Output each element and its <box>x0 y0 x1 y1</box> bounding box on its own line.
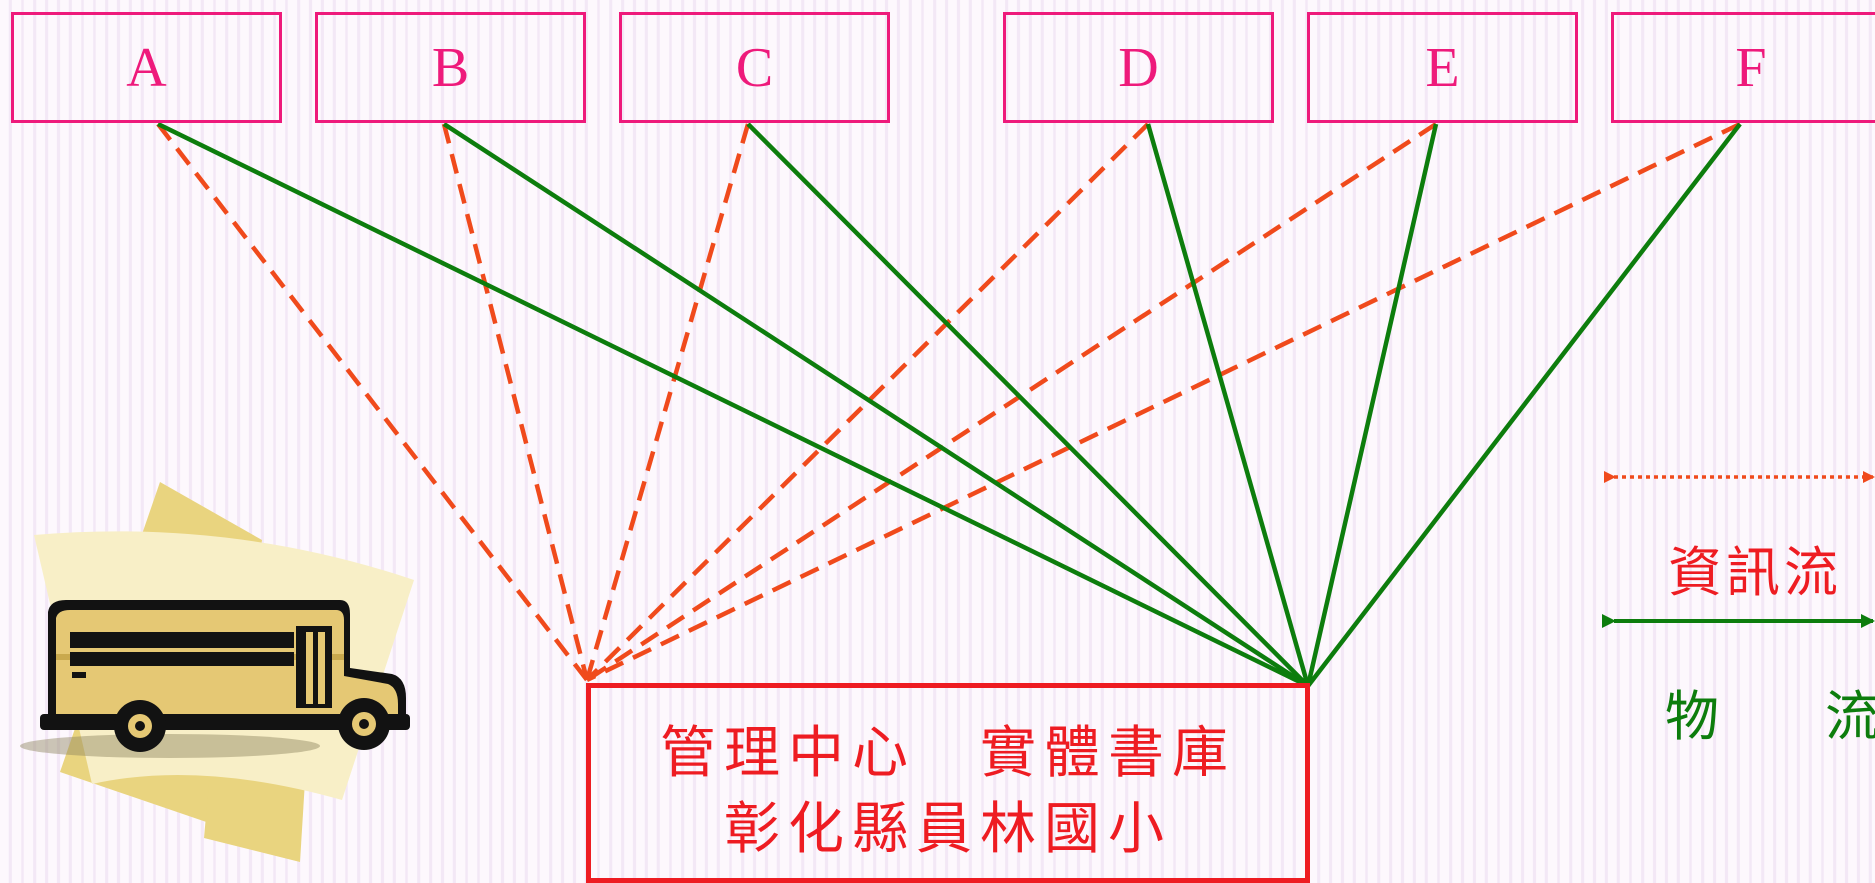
goods-line-e <box>1305 123 1439 687</box>
goods-line-c <box>746 122 1310 688</box>
info-line-e <box>585 122 1438 682</box>
legend-goods-flow-label: 物 流 <box>1665 685 1875 748</box>
center-subtitle: 彰化縣員林國小 <box>724 797 1172 862</box>
node-c: C <box>619 12 890 123</box>
school-bus-icon <box>20 482 414 862</box>
management-center-box: 管理中心 實體書庫 彰化縣員林國小 <box>586 683 1310 883</box>
info-line-c <box>584 123 751 681</box>
info-line-f <box>586 121 1741 683</box>
center-title: 管理中心 實體書庫 <box>660 721 1236 786</box>
goods-line-f <box>1306 122 1742 688</box>
info-line-d <box>585 122 1150 682</box>
node-b: B <box>315 12 586 123</box>
goods-line-d <box>1145 123 1311 687</box>
info-line-b <box>441 123 590 681</box>
info-line-a <box>156 122 589 682</box>
node-a: A <box>11 12 282 123</box>
goods-flow-lines <box>157 121 1742 689</box>
node-f: F <box>1611 12 1875 123</box>
node-d: D <box>1003 12 1274 123</box>
node-e: E <box>1307 12 1578 123</box>
goods-line-a <box>157 121 1309 689</box>
information-flow-lines <box>156 121 1741 683</box>
legend-information-flow-label: 資訊流 <box>1668 541 1842 604</box>
goods-line-b <box>442 122 1310 688</box>
